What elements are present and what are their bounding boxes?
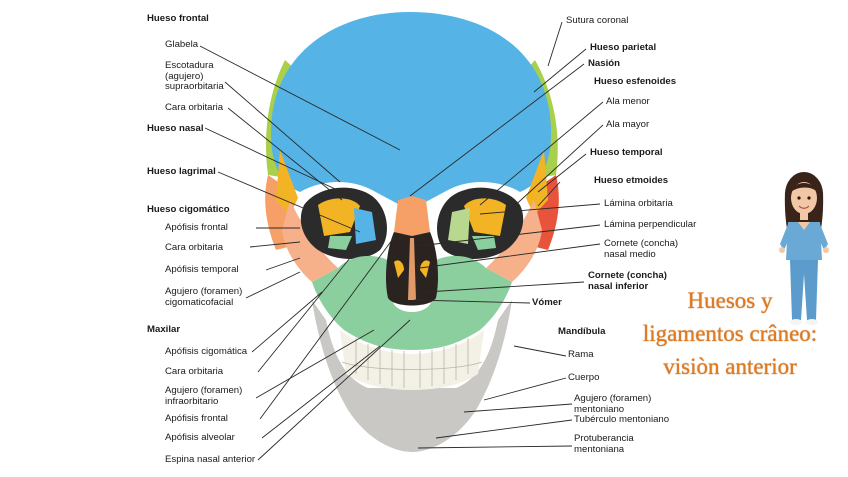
label-apofisis-frontal-cigomatico: Apófisis frontal (165, 222, 228, 233)
label-lamina-perpendicular: Lámina perpendicular (604, 219, 697, 230)
label-cara-orbitaria-cigomatico: Cara orbitaria (165, 242, 224, 253)
label-hueso-parietal: Hueso parietal (590, 42, 657, 53)
label-hueso-etmoides: Hueso etmoides (594, 175, 669, 186)
sphenoid-greater-wing-right (526, 150, 548, 215)
label-protuberancia-mentoniana: Protuberancia mentoniana (574, 433, 634, 455)
vomer-bone (408, 238, 416, 300)
label-vomer: Vómer (532, 297, 562, 308)
label-cara-orbitaria-maxilar: Cara orbitaria (165, 366, 224, 377)
label-cuerpo: Cuerpo (568, 372, 600, 383)
slide-title-line3: visiòn anterior (663, 354, 797, 379)
label-rama: Rama (568, 349, 594, 360)
leader-lines (199, 21, 604, 461)
label-apofisis-frontal-maxilar: Apófisis frontal (165, 413, 228, 424)
mandible (312, 300, 512, 452)
label-agujero-mentoniano: Agujero (foramen) mentoniano (574, 393, 652, 415)
slide-title-line1: Huesos y (687, 288, 773, 313)
label-hueso-frontal: Hueso frontal (147, 13, 209, 24)
label-hueso-temporal: Hueso temporal (590, 147, 663, 158)
label-apofisis-temporal: Apófisis temporal (165, 264, 239, 275)
label-hueso-esfenoides: Hueso esfenoides (594, 76, 677, 87)
label-cornete-nasal-inferior: Cornete (concha) nasal inferior (588, 270, 667, 292)
label-lamina-orbitaria: Lámina orbitaria (604, 198, 673, 209)
avatar (776, 170, 832, 328)
label-agujero-cigomaticofacial: Agujero (foramen) cigomaticofacial (165, 286, 243, 308)
label-tuberculo-mentoniano: Tubérculo mentoniano (574, 414, 670, 425)
label-cornete-nasal-medio: Cornete (concha) nasal medio (604, 238, 679, 260)
label-mandibula: Mandíbula (558, 326, 606, 337)
label-cara-orbitaria-frontal: Cara orbitaria (165, 102, 224, 113)
label-nasion: Nasión (588, 58, 620, 69)
frontal-bone (271, 12, 552, 205)
label-apofisis-alveolar: Apófisis alveolar (165, 432, 235, 443)
slide-title: Huesos y ligamentos crâneo: visiòn anter… (612, 284, 848, 383)
nasal-bone (394, 196, 430, 236)
label-espina-nasal-anterior: Espina nasal anterior (165, 454, 256, 465)
label-hueso-nasal: Hueso nasal (147, 123, 204, 134)
label-escotadura-supraorbitaria: Escotadura (agujero) supraorbitaria (165, 60, 224, 92)
label-sutura-coronal: Sutura coronal (566, 15, 629, 26)
label-hueso-lagrimal: Hueso lagrimal (147, 166, 216, 177)
label-maxilar: Maxilar (147, 324, 181, 335)
label-agujero-infraorbitario: Agujero (foramen) infraorbitario (165, 385, 243, 407)
slide-title-line2: ligamentos crâneo: (642, 321, 818, 346)
maxilla (312, 255, 512, 350)
label-apofisis-cigomatica: Apófisis cigomática (165, 346, 248, 357)
label-hueso-cigomatico: Hueso cigomático (147, 204, 230, 215)
label-glabela: Glabela (165, 39, 199, 50)
label-ala-mayor: Ala mayor (606, 119, 650, 130)
label-ala-menor: Ala menor (606, 96, 650, 107)
